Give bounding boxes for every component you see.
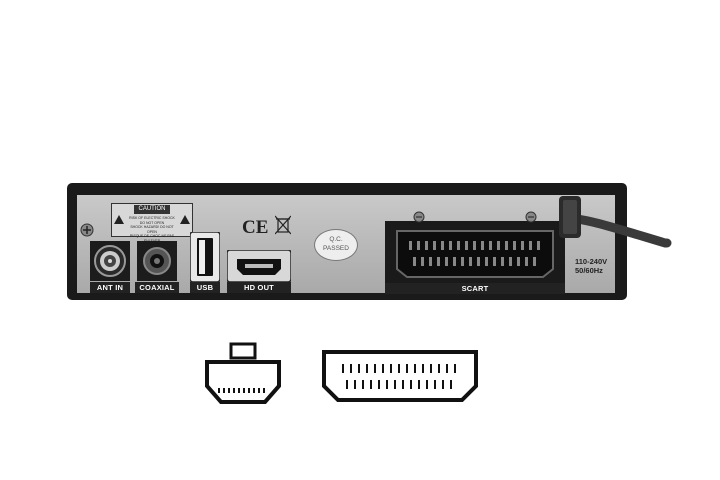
caution-line3: SHOCK HAZARD! DO NOT OPEN (130, 225, 174, 234)
warning-triangle-icon (114, 215, 124, 224)
caution-title: CAUTION (134, 205, 170, 214)
power-cable (559, 196, 672, 248)
caution-text: RISK OF ELECTRIC SHOCK DO NOT OPEN SHOCK… (126, 216, 178, 243)
hd-out-port (227, 250, 291, 282)
ant-in-port (90, 241, 130, 281)
coaxial-port (137, 241, 177, 281)
screw-icon (80, 223, 94, 237)
caution-line4: RISQUE DE CHOC-NE PAS ENLEVER (129, 234, 175, 243)
scart-port (385, 211, 565, 283)
caution-line1: RISK OF ELECTRIC SHOCK (129, 216, 175, 220)
hd-out-label: HD OUT (227, 282, 291, 293)
ce-mark: CE (242, 217, 269, 238)
ant-in-label: ANT IN (90, 282, 130, 293)
usb-label: USB (190, 282, 220, 293)
receiver-rear-panel: CAUTION RISK OF ELECTRIC SHOCK DO NOT OP… (67, 183, 627, 300)
caution-label: CAUTION RISK OF ELECTRIC SHOCK DO NOT OP… (111, 203, 193, 243)
frequency-text: 50/60Hz (575, 266, 603, 275)
hdmi-connector-icon (205, 342, 281, 404)
passed-label: PASSED (323, 245, 349, 252)
qc-passed-sticker: Q.C. PASSED (314, 229, 358, 261)
power-rating: 110-240V 50/60Hz (575, 257, 607, 275)
qc-label: Q.C. (329, 236, 343, 243)
caution-line2: DO NOT OPEN (139, 220, 165, 225)
warning-triangle-icon (180, 215, 190, 224)
coaxial-label: COAXIAL (135, 282, 179, 293)
scart-connector-icon (322, 350, 478, 402)
voltage-text: 110-240V (575, 257, 608, 266)
weee-bin-icon (275, 215, 291, 235)
usb-port (190, 232, 220, 282)
scart-label: SCART (385, 283, 565, 294)
panel-face: CAUTION RISK OF ELECTRIC SHOCK DO NOT OP… (77, 195, 615, 294)
